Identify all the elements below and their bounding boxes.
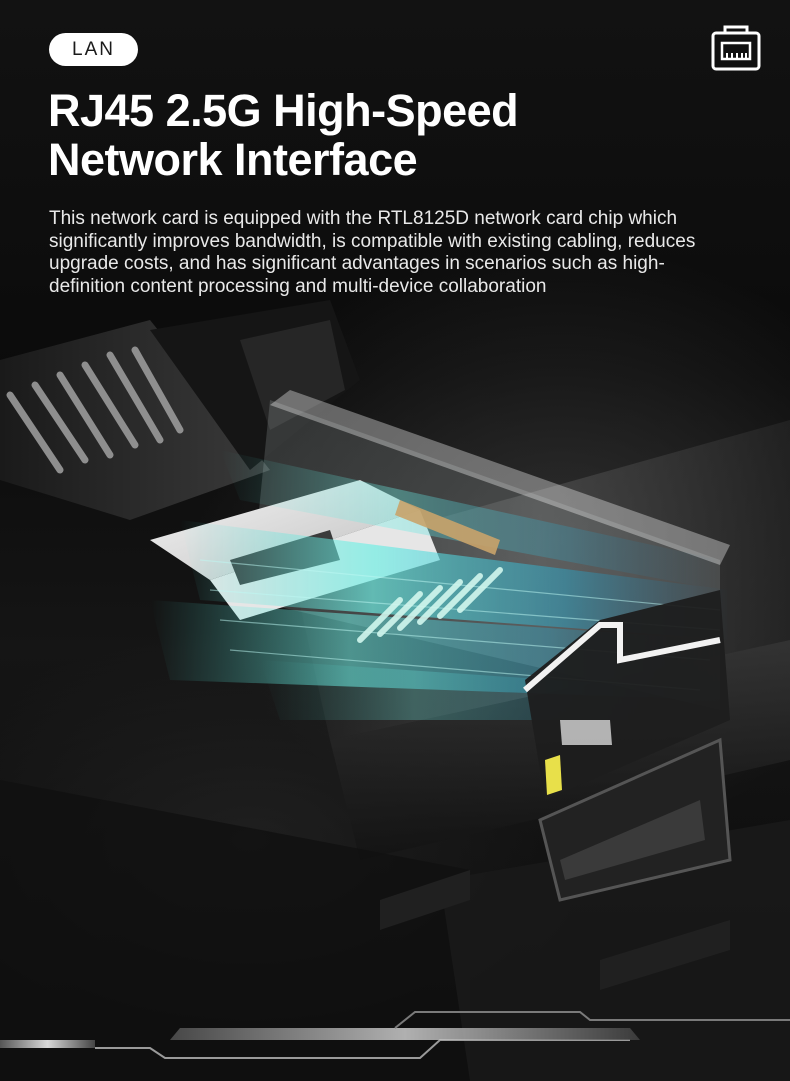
description: This network card is equipped with the R… [49, 208, 696, 297]
ethernet-port-icon [711, 25, 761, 71]
headline: RJ45 2.5G High-Speed Network Interface [48, 86, 728, 184]
headline-line-1: RJ45 2.5G High-Speed [48, 85, 519, 136]
lan-badge: LAN [49, 33, 138, 66]
lan-badge-label: LAN [72, 38, 115, 60]
headline-line-2: Network Interface [48, 134, 418, 185]
